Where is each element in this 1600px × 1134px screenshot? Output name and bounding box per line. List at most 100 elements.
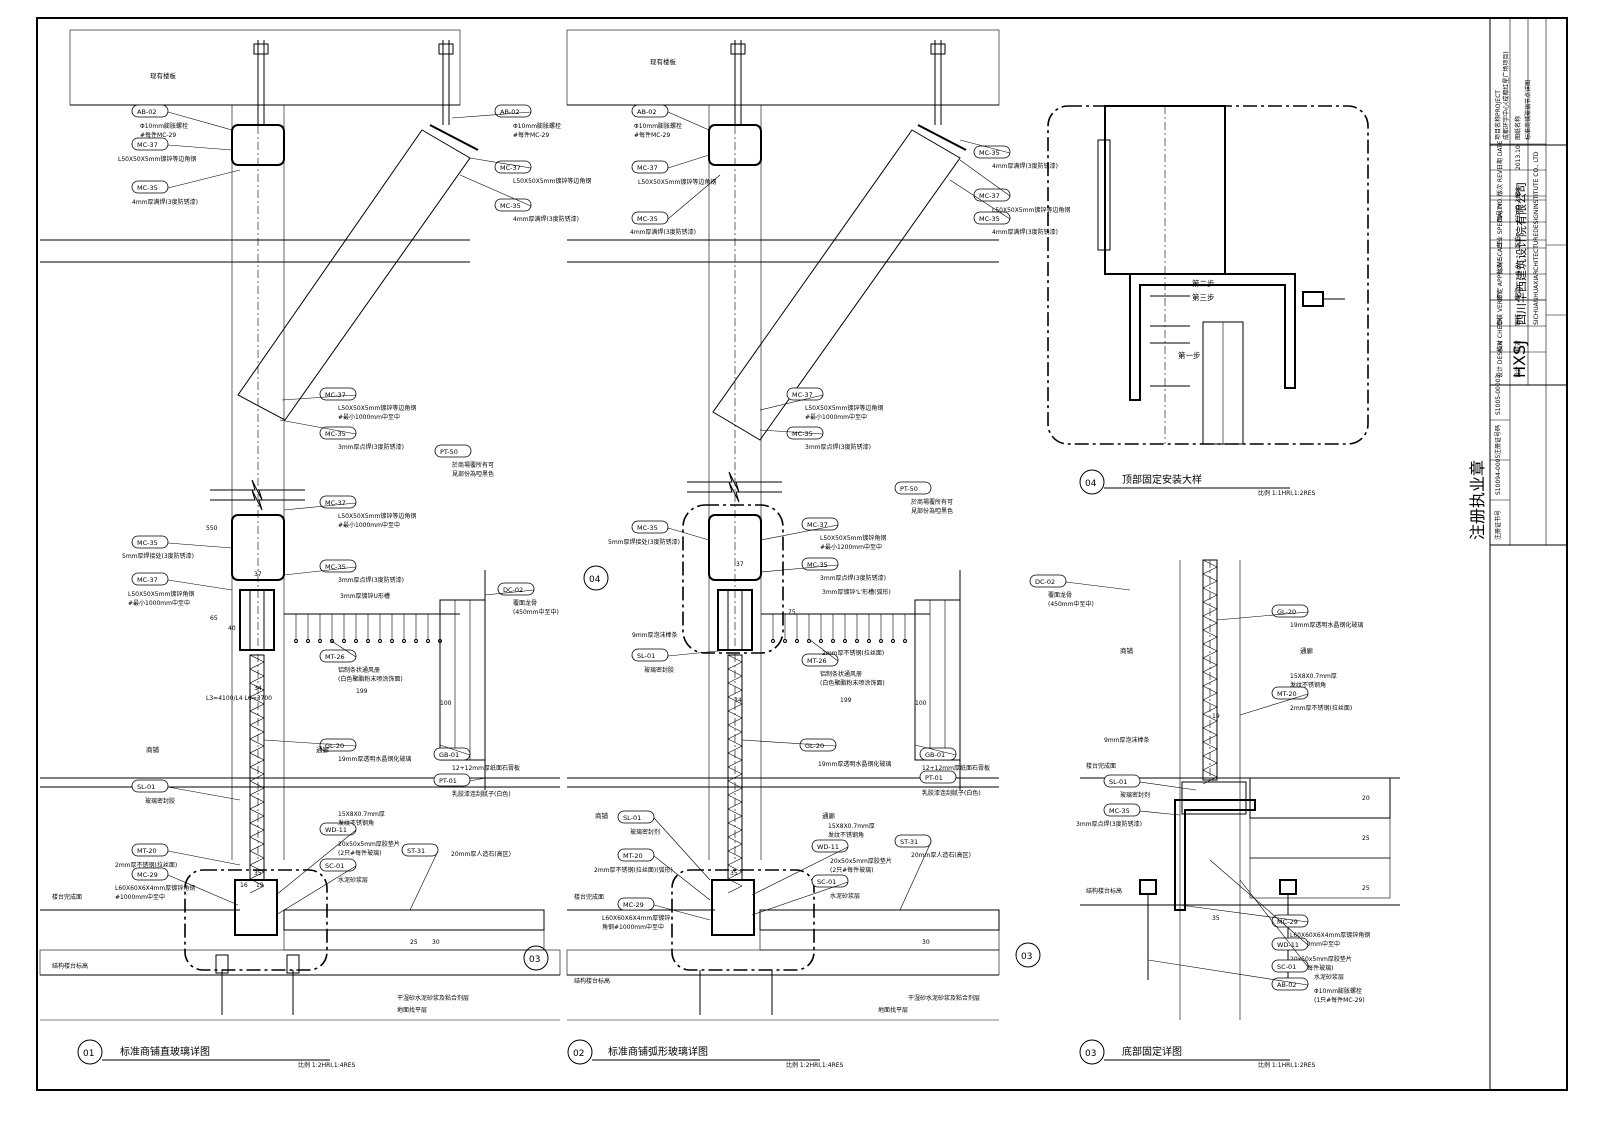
callout-note: 20mm厚人造石(高区) (451, 850, 511, 858)
titleblock-row-label: 日期 DATE (1496, 140, 1504, 170)
callout-tag-box (319, 822, 357, 836)
company-name-cn: 四川华西建筑设计院有限公司 (1514, 182, 1528, 325)
titleblock-row-value: 1:2 (1515, 264, 1522, 274)
drawing-annotation: 发纹不锈钢角 (828, 831, 864, 839)
drawing-annotation: 20 (1362, 795, 1370, 802)
callout-tag-label: MT-26 (807, 657, 827, 665)
callout-tag-box (319, 649, 357, 663)
callout-tag-label: SC-01 (817, 878, 836, 886)
callout-tag-label: MC-35 (807, 561, 828, 569)
callout-leader (1139, 781, 1197, 791)
callout-leader (751, 881, 849, 916)
titleblock-row-label: 版次 REV (1496, 169, 1504, 196)
callout-note: 4mm厚满焊(3度防锈漆) (630, 228, 696, 236)
existing-slab (69, 29, 461, 106)
callout-note: L60X60X6X4mm厚镀锌角钢 (1290, 931, 1370, 939)
callout-note: L50X50X5mm镀锌等边角钢 (805, 404, 883, 412)
callout-tag-label: MC-35 (1109, 807, 1130, 815)
callout-leader (760, 564, 839, 573)
callout-tag-label: SL-01 (637, 652, 655, 660)
callout-tag-label: GL-20 (805, 742, 824, 750)
callout-note: 19mm厚透明水晶钢化玻璃 (1290, 621, 1363, 629)
drawing-annotation: 楼台完成面 (1086, 762, 1116, 770)
callout-leader (1147, 959, 1309, 986)
detail-02-scale: 比例 1:2HRI,1:4RES (786, 1061, 844, 1069)
screed-layer (39, 949, 561, 976)
callout-leader (329, 639, 357, 658)
detail-01-ref-03: 03 (529, 955, 540, 965)
detail-02-curved-glass: 现有楼板 (566, 29, 1000, 1021)
drawing-annotation: 19 (256, 882, 264, 889)
callout-tag-label: MC-35 (979, 215, 1000, 223)
titleblock-row-label: 审核 VERIFY (1496, 291, 1504, 326)
callout-tag-label: PT-50 (440, 448, 458, 456)
callout-tag-label: MC-37 (500, 164, 521, 172)
drawing-name-label: 图纸名称 (1514, 116, 1522, 140)
callout-leader (1065, 581, 1131, 591)
callout-note: L50X50X5mm镀锌等边角钢 (638, 178, 716, 186)
drawing-annotation: 15X8X0.7mm厚 (828, 823, 875, 830)
callout-note: (450mm中至中) (1048, 600, 1094, 608)
titleblock-row-value: 校对 (1514, 340, 1522, 352)
detail-03-callout-box-2 (671, 869, 815, 971)
titleblock-row-label: 专业 SPECIALTY (1496, 203, 1504, 248)
callout-note: 乳胶漆连刮腻子(白色) (922, 789, 981, 797)
drawing-annotation: 100 (915, 700, 927, 707)
callout-tag-box (1271, 959, 1309, 973)
callout-tag-box (894, 834, 932, 848)
callout-tag-box (497, 582, 535, 596)
callout-note: 玻璃密封剂 (630, 828, 660, 836)
callout-note: #1000mm中至中 (1290, 940, 1340, 948)
callout-note: (白色聚酯粉末喷涂饰面) (820, 679, 885, 687)
callout-tag-box (131, 535, 169, 549)
callout-leader (1179, 904, 1309, 923)
callout-note: L50X50X5mm镀锌等边角钢 (118, 155, 196, 163)
callout-tag-box (131, 137, 169, 151)
titleblock-row-value: 设计 (1514, 366, 1522, 378)
callouts: AB-02Φ10mm膨胀螺栓#每件MC-29MC-37L50X50X5mm镀锌等… (52, 104, 1370, 1014)
drawing-annotation: 550 (206, 525, 218, 532)
drawing-annotation: 15X8X0.7mm厚 (1290, 673, 1337, 680)
detail-01-scale: 比例 1:2HRI,1:4RES (298, 1061, 356, 1069)
callout-leader (1209, 859, 1309, 946)
callout-tag-label: AB-02 (137, 108, 157, 116)
callout-leader (653, 855, 711, 901)
titleblock-row-value: 2013.10 (1515, 145, 1522, 170)
callout-tag-box (433, 773, 471, 787)
drawing-annotation: 楼台完成面 (574, 893, 604, 901)
callout-tag-box (973, 188, 1011, 202)
callout-tag-label: MT-20 (137, 847, 157, 855)
callout-note: 見部份為啞黑色 (452, 470, 494, 478)
callout-leader (949, 179, 1011, 220)
sheet-border (36, 17, 1568, 1091)
vent-grille-2 (771, 614, 907, 643)
callout-note: (1只#每件MC-29) (1314, 996, 1365, 1004)
drawing-annotation: 发纹不锈钢角 (1290, 681, 1326, 689)
callout-tag-label: GL-20 (325, 742, 344, 750)
callout-leader (484, 589, 535, 596)
callout-tag-box (631, 520, 669, 534)
callout-note: 3mm厚点焊(3度防锈漆) (338, 576, 404, 584)
callout-tag-label: PT-50 (900, 485, 918, 493)
callout-leader (459, 174, 532, 207)
drawing-annotation: 19 (1212, 713, 1220, 720)
callout-note: 铝制条状通风册 (338, 666, 380, 674)
callout-tag-box (494, 160, 532, 174)
callout-tag-label: MT-20 (623, 852, 643, 860)
